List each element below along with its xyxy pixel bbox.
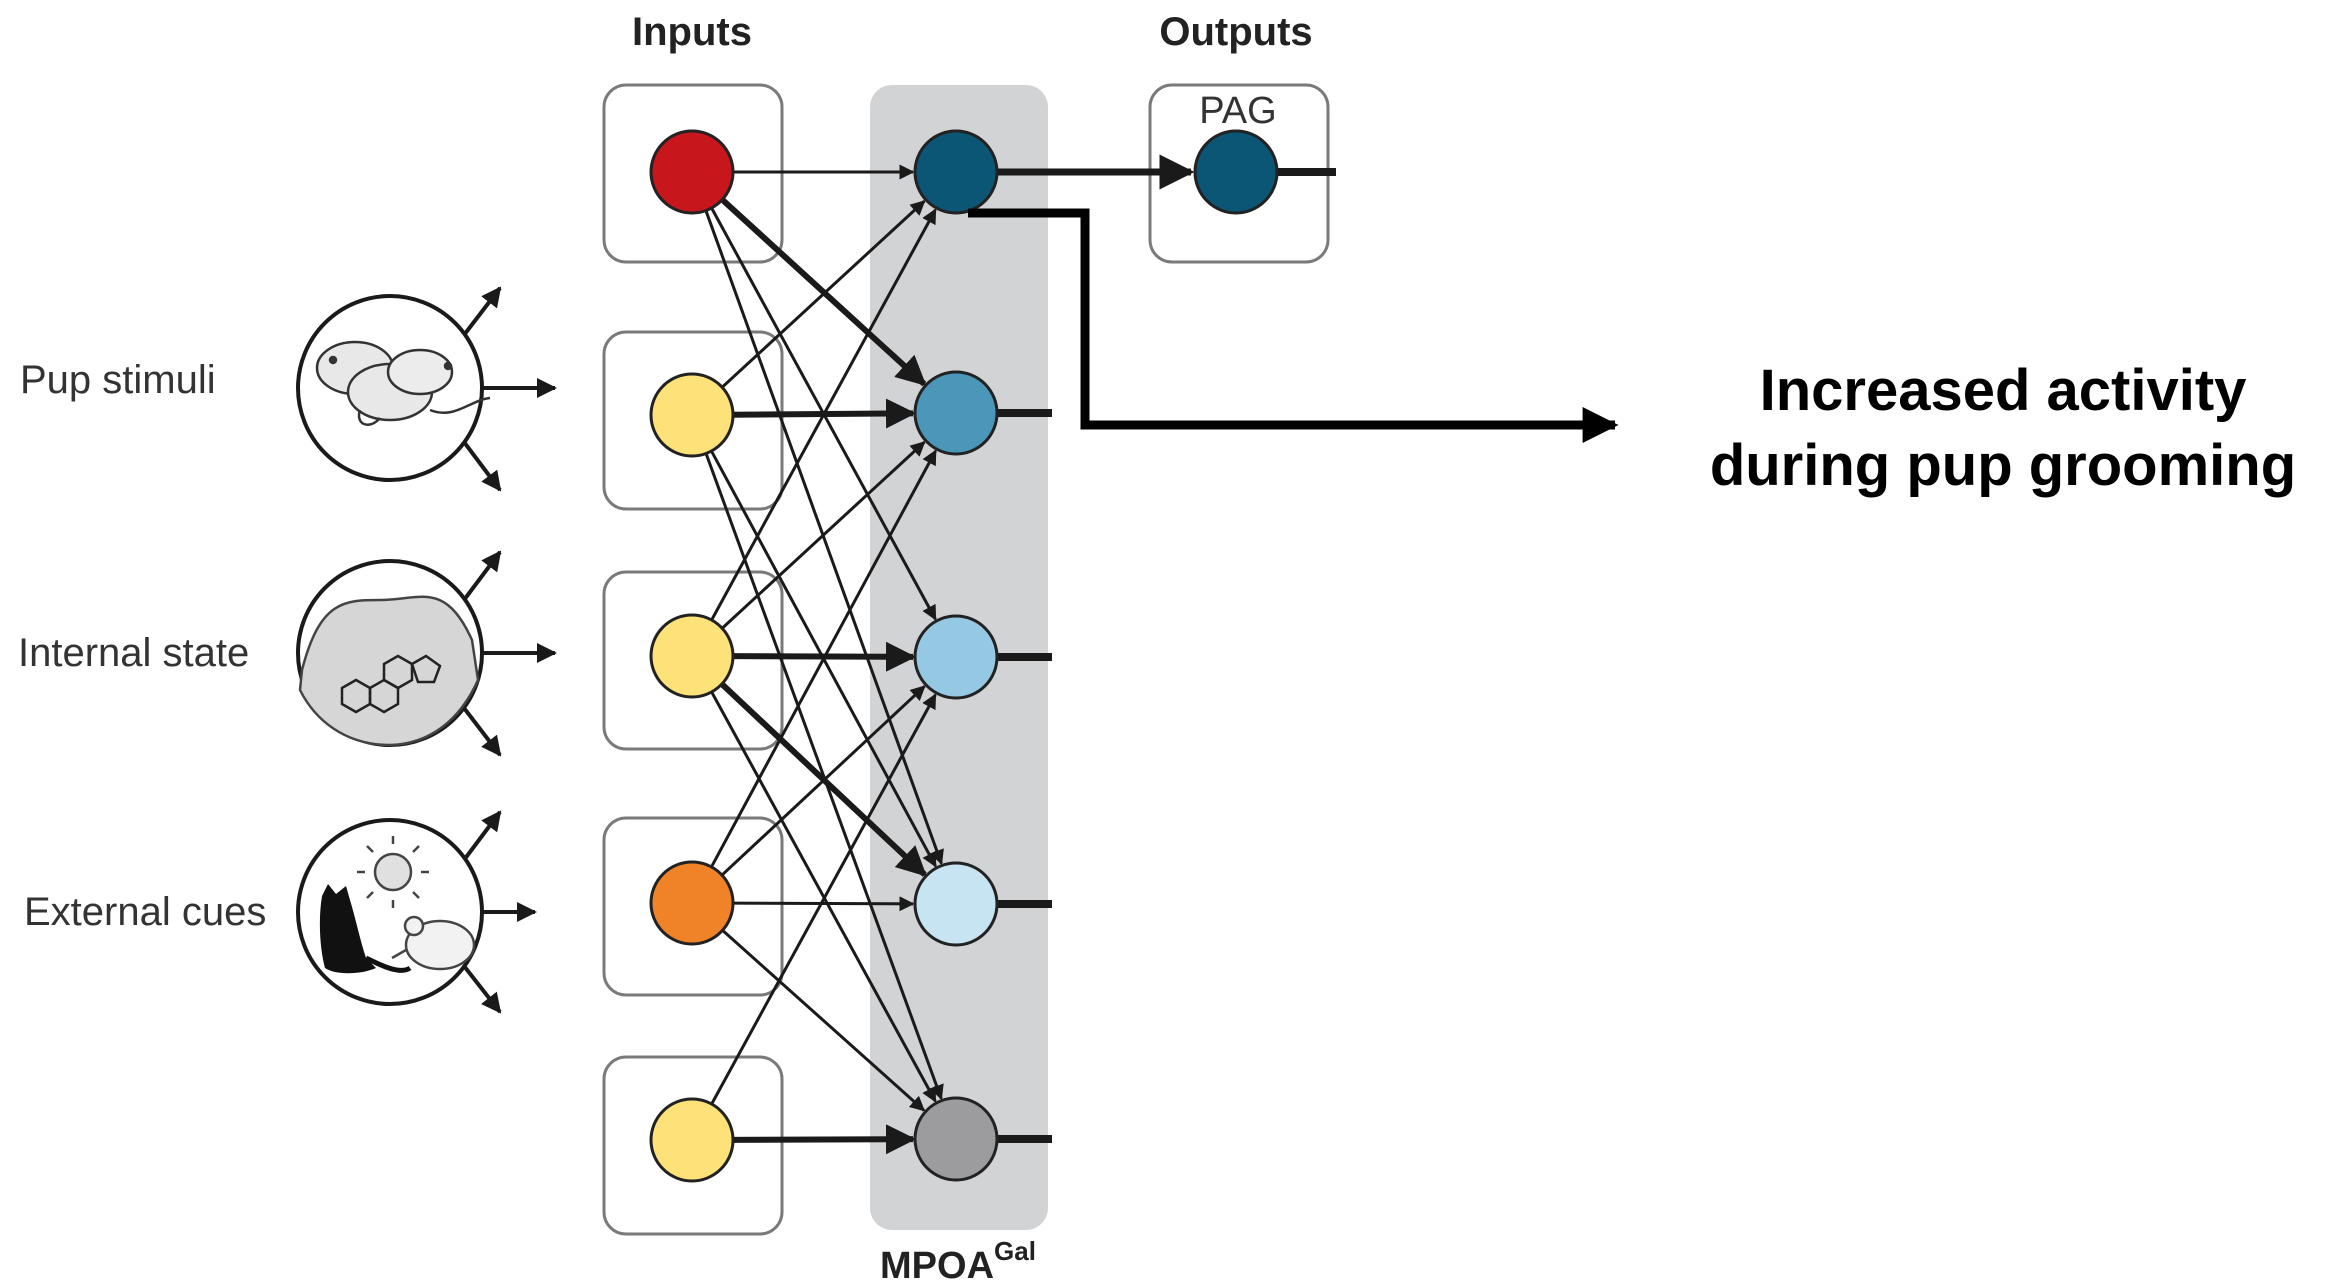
connection-1-to-4 — [703, 208, 944, 865]
connection-3-to-4 — [718, 680, 927, 877]
label-pag: PAG — [1199, 90, 1276, 132]
input-neuron-red — [649, 129, 735, 215]
input-neuron-yellow-1 — [649, 372, 735, 458]
mpoa-neuron-5 — [913, 1096, 999, 1182]
internal-state-icon-group — [296, 550, 557, 757]
mpoa-output-stubs — [998, 168, 1336, 1143]
label-mpoa: MPOAGal — [880, 1236, 1036, 1287]
connection-5-to-5 — [730, 1124, 917, 1155]
input-neurons — [649, 129, 735, 1183]
connection-2-to-1 — [719, 200, 926, 390]
pag-neuron — [1193, 129, 1279, 215]
input-box-5 — [602, 1055, 784, 1236]
pup-stimuli-icon-group — [296, 286, 557, 492]
header-outputs: Outputs — [1159, 10, 1312, 54]
connections — [703, 154, 1195, 1155]
label-pup-stimuli: Pup stimuli — [20, 358, 216, 402]
header-inputs: Inputs — [632, 10, 752, 54]
connection-2-to-2 — [730, 398, 917, 429]
input-neuron-yellow-2 — [649, 613, 735, 699]
mpoa-neuron-1 — [913, 129, 999, 215]
annotation-line-2: during pup grooming — [1710, 433, 2296, 498]
external-cues-icon-group — [296, 810, 537, 1014]
mpoa-neurons — [913, 129, 999, 1182]
input-box-4 — [602, 816, 784, 997]
label-internal-state: Internal state — [18, 631, 249, 675]
hormone-molecule-icon — [340, 654, 442, 714]
connection-5-to-3 — [709, 693, 937, 1107]
input-neuron-yellow-3 — [649, 1097, 735, 1183]
mpoa-neuron-2 — [913, 370, 999, 456]
connection-2-to-4 — [709, 448, 937, 868]
annotation-line-1: Increased activity — [1760, 358, 2247, 423]
input-neuron-orange — [649, 860, 735, 946]
connection-4-to-3 — [719, 685, 926, 878]
connection-3-to-1 — [709, 208, 937, 623]
connection-3-to-5 — [709, 689, 937, 1103]
label-external-cues: External cues — [24, 890, 266, 934]
mpoa-neuron-3 — [913, 614, 999, 700]
annotation-arrow — [968, 208, 1619, 443]
connection-1-to-2 — [718, 196, 927, 387]
mpoa-neuron-4 — [913, 861, 999, 947]
connection-4-to-5 — [720, 927, 926, 1112]
